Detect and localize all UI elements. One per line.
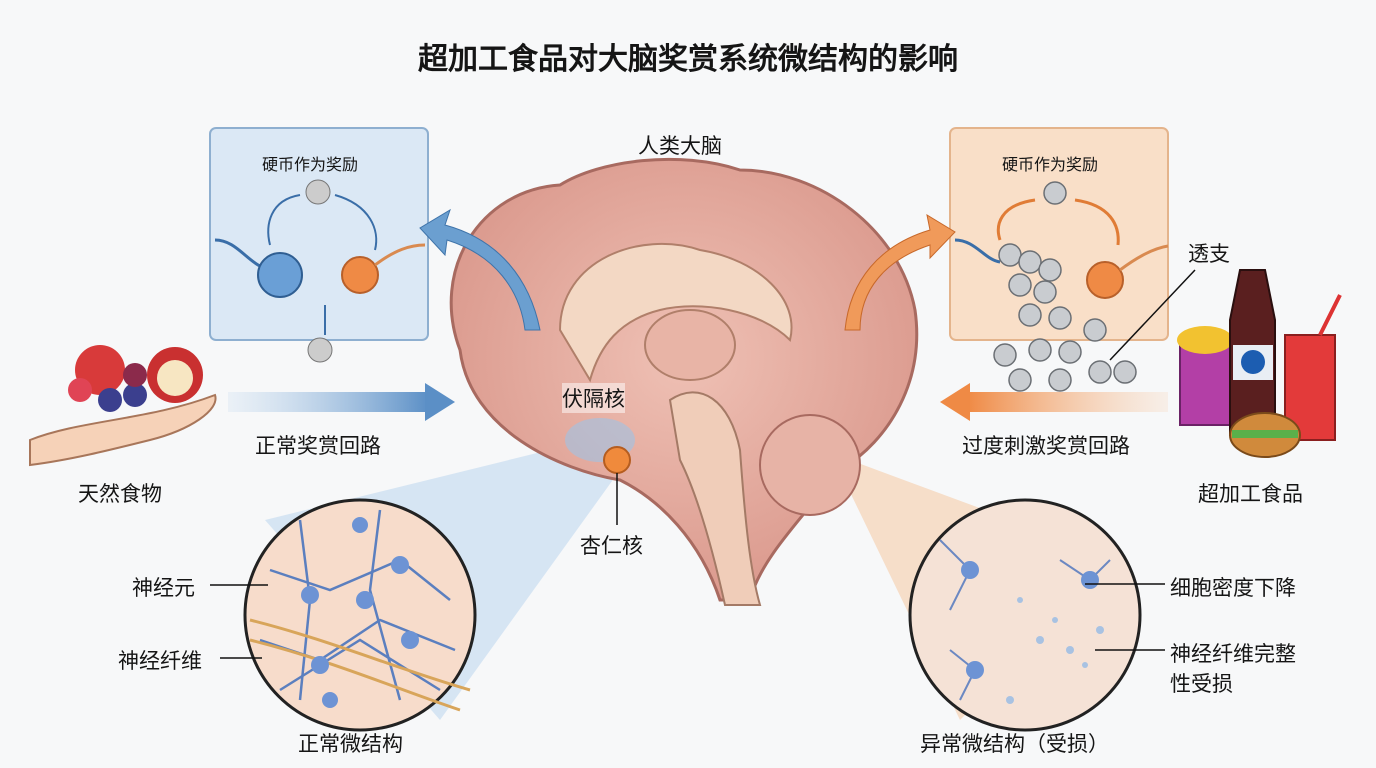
natural-food-label: 天然食物	[78, 482, 162, 506]
brain-illustration	[449, 157, 919, 606]
left-synapse	[214, 179, 426, 363]
density-label: 细胞密度下降	[1170, 576, 1296, 600]
nucleus-accumbens-label: 伏隔核	[562, 383, 625, 413]
amygdala-label: 杏仁核	[580, 534, 643, 558]
neuron-label: 神经元	[132, 576, 195, 600]
brain-label: 人类大脑	[638, 134, 722, 158]
arrow-to-right-panel	[844, 213, 956, 331]
overdraw-label: 透支	[1188, 242, 1230, 266]
arrow-to-left-panel	[419, 208, 541, 331]
integrity-label-line2: 性受损	[1170, 672, 1233, 696]
overstimulated-pathway-label: 过度刺激奖赏回路	[962, 434, 1130, 458]
integrity-label-line1: 神经纤维完整	[1170, 642, 1296, 666]
abnormal-micro-caption: 异常微结构（受损）	[920, 732, 1109, 756]
normal-pathway-label: 正常奖赏回路	[255, 434, 381, 458]
fiber-label: 神经纤维	[118, 649, 202, 673]
processed-food-label: 超加工食品	[1198, 482, 1303, 506]
normal-microstructure	[210, 498, 477, 732]
right-synapse	[954, 181, 1196, 392]
abnormal-microstructure	[908, 498, 1165, 732]
processed-food-illustration	[1177, 269, 1342, 458]
left-panel-title: 硬币作为奖励	[262, 155, 359, 174]
page-title: 超加工食品对大脑奖赏系统微结构的影响	[418, 42, 958, 77]
natural-food-illustration	[29, 345, 217, 467]
normal-micro-caption: 正常微结构	[298, 732, 403, 756]
overstimulated-pathway-arrow	[940, 383, 1168, 421]
right-panel-title: 硬币作为奖励	[1002, 155, 1099, 174]
normal-pathway-arrow	[228, 383, 455, 421]
